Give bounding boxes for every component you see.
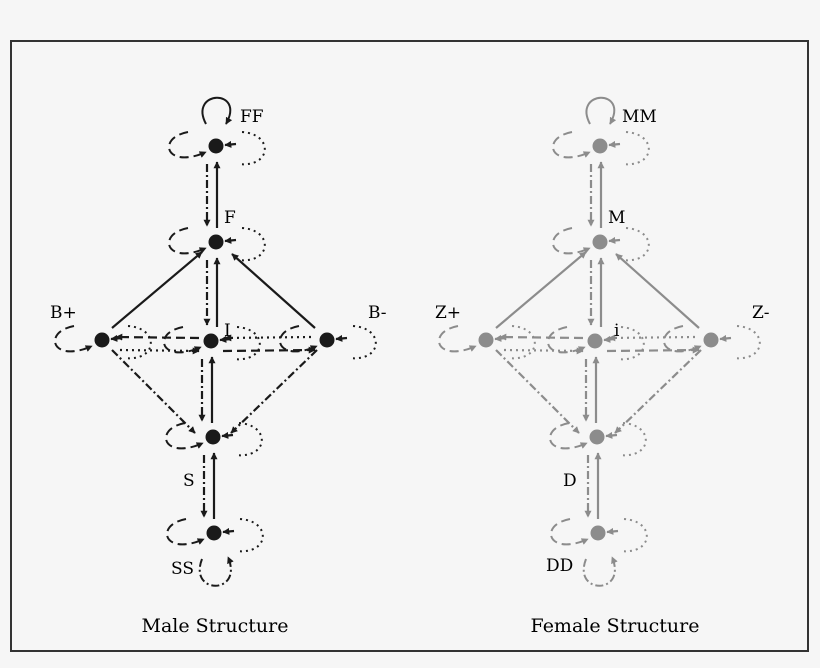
node-top xyxy=(592,138,608,154)
edge-left-center xyxy=(503,347,584,355)
edge-right-upper xyxy=(231,253,316,329)
diagram-caption: Female Structure xyxy=(531,615,700,637)
loop-arrow-right xyxy=(719,334,732,342)
loop-top-self xyxy=(585,96,617,125)
loop-left-right xyxy=(279,325,318,353)
loop-left-lower xyxy=(165,422,204,450)
node-left xyxy=(478,332,494,348)
loop-arrow-top xyxy=(224,140,237,148)
node-label-bottom: DD xyxy=(546,556,573,576)
loop-arrow-upper xyxy=(608,236,621,244)
node-right xyxy=(703,332,719,348)
node-label-left: Z+ xyxy=(435,303,461,323)
edge-left-lower xyxy=(111,349,196,434)
loop-left-left xyxy=(54,325,93,353)
loop-top-self xyxy=(201,96,233,125)
loop-arrow-center xyxy=(603,335,616,343)
loop-arrow-top xyxy=(608,140,621,148)
male-diagram: FF F B+ I B- S SS Male Structure xyxy=(50,96,387,637)
node-upper xyxy=(592,234,608,250)
loop-arrow-left xyxy=(110,334,123,342)
node-bottom xyxy=(206,525,222,541)
loop-left-upper xyxy=(552,227,591,255)
loop-arrow-bottom xyxy=(606,527,619,535)
loop-left-left xyxy=(438,325,477,353)
edge-center-right xyxy=(606,346,700,354)
edge-right-upper xyxy=(615,253,700,329)
edge-left-lower xyxy=(495,349,580,434)
node-right xyxy=(319,332,335,348)
edge-right-center xyxy=(608,334,696,342)
female-diagram: MM M Z+ i Z- D DD Female Structure xyxy=(435,96,770,637)
loop-arrow-right xyxy=(335,334,348,342)
node-lower xyxy=(589,429,605,445)
edge-left-upper xyxy=(495,251,587,329)
loop-bottom-self xyxy=(582,556,618,587)
loop-arrow-lower xyxy=(605,431,618,439)
edge-right-center xyxy=(224,334,312,342)
loop-left-lower xyxy=(549,422,588,450)
loop-left-center xyxy=(547,326,586,354)
node-top xyxy=(208,138,224,154)
node-label-lower: D xyxy=(563,471,577,491)
loop-left-bottom xyxy=(550,518,589,546)
node-label-center: I xyxy=(224,321,231,341)
loop-left-center xyxy=(163,326,202,354)
loop-arrow-left xyxy=(494,334,507,342)
node-center xyxy=(587,333,603,349)
node-upper xyxy=(208,234,224,250)
node-bottom xyxy=(590,525,606,541)
node-label-top: MM xyxy=(622,107,657,127)
edge-right-lower xyxy=(230,349,318,434)
node-label-right: Z- xyxy=(752,303,770,323)
edge-left-center xyxy=(119,347,200,355)
loop-arrow-bottom xyxy=(222,527,235,535)
node-lower xyxy=(205,429,221,445)
loop-left-upper xyxy=(168,227,207,255)
loop-arrow-upper xyxy=(224,236,237,244)
loop-bottom-self xyxy=(198,556,234,587)
loop-left-top xyxy=(168,131,207,159)
loop-left-right xyxy=(663,325,702,353)
node-label-center: i xyxy=(614,321,620,341)
loop-arrow-lower xyxy=(221,431,234,439)
node-label-upper: F xyxy=(224,208,236,228)
node-label-upper: M xyxy=(608,208,625,228)
edge-right-lower xyxy=(614,349,702,434)
loop-left-top xyxy=(552,131,591,159)
node-label-bottom: SS xyxy=(171,559,194,579)
loop-arrow-center xyxy=(219,335,232,343)
node-label-right: B- xyxy=(368,303,387,323)
node-left xyxy=(94,332,110,348)
node-label-top: FF xyxy=(240,107,264,127)
edge-left-upper xyxy=(111,251,203,329)
node-label-left: B+ xyxy=(50,303,77,323)
node-center xyxy=(203,333,219,349)
edge-center-right xyxy=(222,346,316,354)
figure-frame xyxy=(10,40,809,652)
loop-left-bottom xyxy=(166,518,205,546)
node-label-lower: S xyxy=(183,471,195,491)
diagram-caption: Male Structure xyxy=(142,615,289,637)
